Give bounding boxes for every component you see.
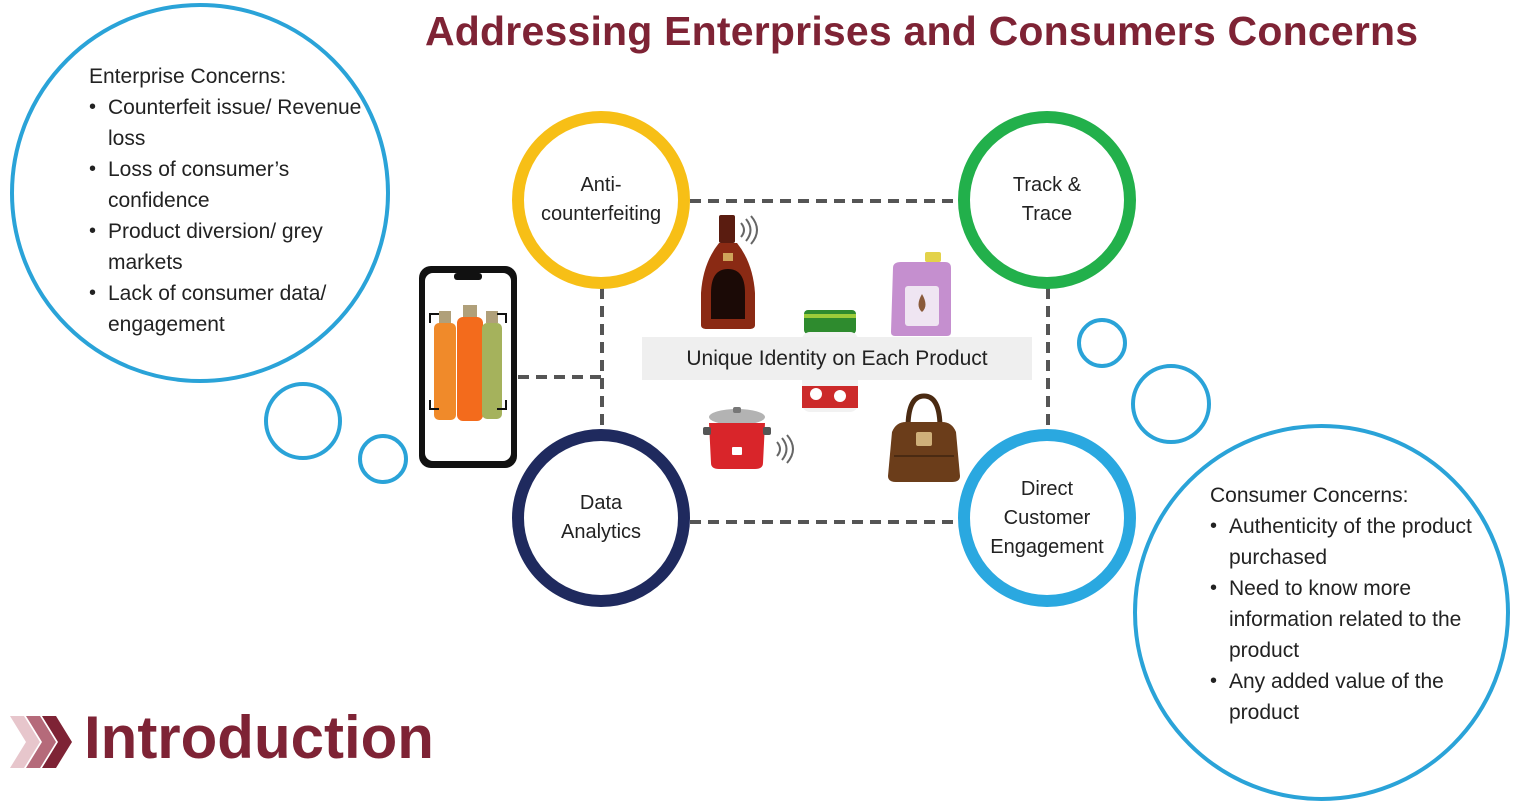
node-label: Anti-counterfeiting [541, 174, 662, 225]
consumer-concern-item: Need to know more information related to… [1210, 573, 1472, 666]
bottle-icon [701, 215, 755, 329]
enterprise-concern-item: Loss of consumer’s confidence [89, 154, 364, 216]
rice-cooker-icon [703, 407, 771, 469]
diagram-title: Addressing Enterprises and Consumers Con… [425, 8, 1419, 54]
wireless-signal-icon [776, 434, 794, 464]
node-data-analytics: Data Analytics [512, 429, 690, 607]
center-label: Unique Identity on Each Product [642, 337, 1032, 380]
jerrycan-icon [891, 252, 951, 336]
node-label: Direct Customer Engagement [990, 477, 1104, 558]
consumer-concern-item: Any added value of the product [1210, 666, 1472, 728]
wireless-signal-icon [740, 215, 758, 245]
node-direct-customer-engagement: Direct Customer Engagement [958, 429, 1136, 607]
enterprise-concerns-list: Enterprise Concerns: Counterfeit issue/ … [89, 61, 364, 340]
node-label: Track & Trace [1012, 174, 1082, 225]
section-heading: Introduction [84, 704, 434, 771]
thought-bubble-small [1077, 318, 1127, 368]
node-label: Data Analytics [560, 492, 642, 543]
thought-bubble-small [264, 382, 342, 460]
smartphone-icon [419, 266, 517, 468]
enterprise-concern-item: Counterfeit issue/ Revenue loss [89, 92, 364, 154]
enterprise-concern-item: Lack of consumer data/ engagement [89, 278, 364, 340]
thought-bubble-tiny [358, 434, 408, 484]
consumer-concerns-heading: Consumer Concerns: [1210, 484, 1409, 507]
node-track-trace: Track & Trace [958, 111, 1136, 289]
handbag-icon [888, 393, 960, 482]
chevrons-icon [10, 716, 72, 768]
enterprise-concerns-heading: Enterprise Concerns: [89, 65, 287, 88]
consumer-concern-item: Authenticity of the product purchased [1210, 511, 1472, 573]
thought-bubble-medium [1131, 364, 1211, 444]
consumer-concerns-list: Consumer Concerns: Authenticity of the p… [1210, 480, 1472, 728]
node-anti-counterfeiting: Anti-counterfeiting [512, 111, 690, 289]
enterprise-concern-item: Product diversion/ grey markets [89, 216, 364, 278]
